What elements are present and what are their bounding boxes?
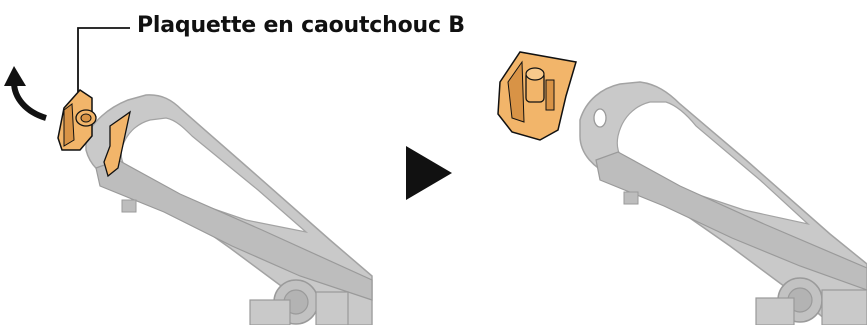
right-step-illustration xyxy=(498,52,867,325)
rubber-pad-b-label: Plaquette en caoutchouc B xyxy=(137,12,465,40)
left-frame-tab xyxy=(122,200,136,212)
right-frame-tab xyxy=(624,192,638,204)
left-step-illustration xyxy=(4,28,372,325)
right-detached-rubber-pad-b xyxy=(498,52,576,140)
right-frame-hole xyxy=(594,109,606,127)
curved-arrow-icon xyxy=(4,66,46,118)
callout-leader-line xyxy=(78,28,130,92)
play-triangle-icon xyxy=(406,146,452,200)
